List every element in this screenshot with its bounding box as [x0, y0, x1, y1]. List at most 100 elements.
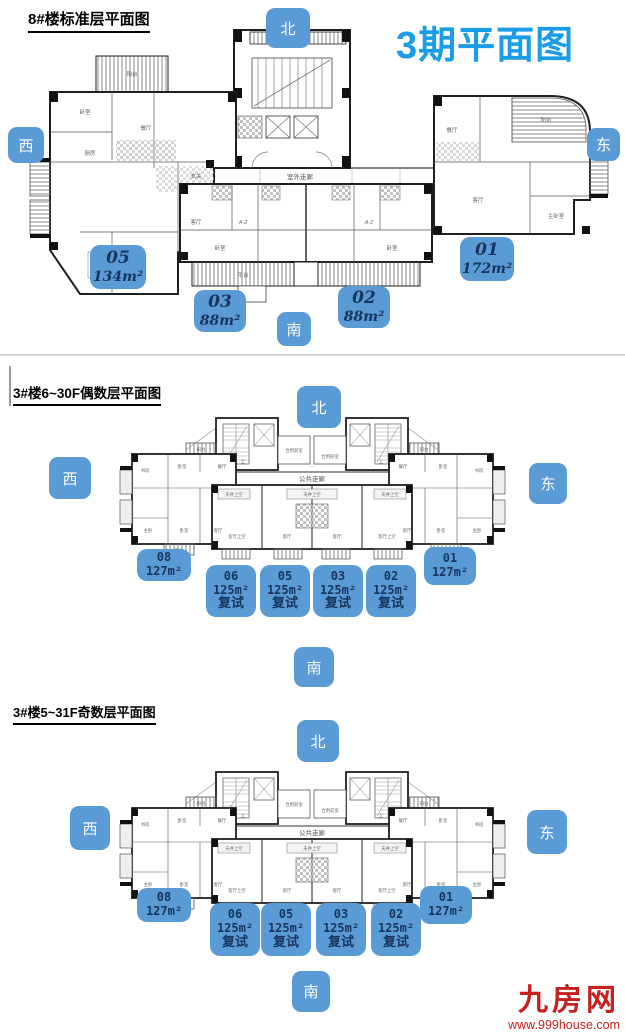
room-label: 合用前室 — [321, 453, 339, 460]
unit-code: 02 — [388, 907, 404, 922]
unit-note: 复试 — [217, 596, 244, 612]
room-label: 主卧 — [473, 881, 482, 888]
room-label: 阳台 — [420, 446, 429, 453]
room-label: 卧室 — [439, 817, 448, 824]
room-label: 卧室 — [180, 881, 189, 888]
shared-lobby-left — [277, 435, 311, 465]
room-label: 天井上空 — [225, 845, 243, 852]
unit-label-s2-03: 03 125m² 复试 — [313, 565, 363, 617]
room-label: 阳台 — [126, 70, 138, 78]
section2-title: 3#楼6~30F偶数层平面图 — [13, 382, 162, 406]
shared-lobby-right — [313, 789, 347, 819]
unit-code: 06 — [223, 568, 239, 583]
unit-code: 05 — [277, 568, 293, 583]
compass-north-badge-s3: 北 — [297, 720, 339, 762]
unit-area: 127m² — [145, 904, 183, 918]
unit-note: 复试 — [382, 934, 409, 950]
compass-west-badge-s3: 西 — [70, 806, 110, 850]
compass-north-label: 北 — [311, 399, 327, 417]
unit-label-s2-01: 01 127m² — [424, 547, 476, 585]
compass-north-badge-s2: 北 — [297, 386, 341, 428]
compass-north-label: 北 — [310, 733, 326, 751]
room-label: 客厅 — [403, 881, 412, 888]
unit-area: 125m² — [377, 921, 415, 936]
room-label: 客厅 — [190, 218, 202, 226]
unit-label-s3-06: 06 125m² 复试 — [210, 903, 260, 956]
room-label: 客厅 — [333, 533, 342, 540]
section3-title: 3#楼5~31F奇数层平面图 — [13, 702, 156, 725]
unit-area: 127m² — [431, 565, 469, 579]
compass-north-badge-s1: 北 — [266, 8, 310, 48]
room-label: 阳台 — [197, 800, 206, 807]
room-label: 餐厅 — [399, 817, 408, 824]
unit-area: 125m² — [216, 921, 254, 936]
unit-code: 01 — [475, 240, 499, 261]
compass-south-badge-s3: 南 — [292, 971, 330, 1012]
room-label: 客厅 — [403, 527, 412, 534]
room-label: 公共走廊 — [299, 474, 326, 483]
room-label: 卧室 — [439, 463, 448, 470]
unit-code: 05 — [106, 248, 130, 269]
unit-code: 03 — [208, 292, 232, 313]
logo-text: 九房网 — [518, 984, 620, 1017]
unit-area: 172m² — [461, 260, 513, 277]
room-label: 主卧 — [144, 527, 153, 534]
compass-south-badge-s2: 南 — [294, 647, 334, 687]
room-label: 上 — [241, 458, 246, 464]
room-label: 书房 — [475, 467, 484, 474]
room-label: 天井上空 — [225, 491, 243, 498]
floorplan-building3-odd: 公共走廊 合用前室 合用前室 上 上 阳台 阳台 书房 卧室 餐厅 主卧 卧室 … — [119, 771, 506, 914]
unit-label-s3-03: 03 125m² 复试 — [316, 903, 366, 956]
unit-note: 复试 — [327, 934, 354, 950]
outdoor-corridor — [213, 167, 439, 185]
room-label: 玄关 — [190, 172, 202, 180]
room-label: 合用前室 — [321, 807, 339, 814]
room-label: 室外走廊 — [287, 172, 314, 181]
unit-note: 复试 — [377, 596, 404, 612]
room-label: 卧室 — [437, 881, 446, 888]
room-label: 公共走廊 — [299, 828, 326, 837]
section1-title: 8#楼标准层平面图 — [28, 8, 150, 33]
room-label: 天井上空 — [303, 491, 321, 498]
room-label: 书房 — [141, 467, 150, 474]
room-label: 阳台 — [237, 271, 249, 279]
room-label: 天井上空 — [303, 845, 321, 852]
room-label: 主卧室 — [548, 212, 565, 220]
unit-area: 127m² — [145, 564, 183, 578]
compass-west-badge-s2: 西 — [49, 457, 91, 499]
compass-east-label: 东 — [595, 137, 611, 154]
room-label: 卧室 — [178, 463, 187, 470]
unit-code: 05 — [278, 907, 294, 922]
unit-note: 复试 — [271, 596, 298, 612]
unit-code: 06 — [227, 907, 243, 922]
compass-east-badge-s1: 东 — [587, 128, 620, 161]
room-label: 餐厅 — [218, 463, 227, 470]
unit-label-s2-02: 02 125m² 复试 — [366, 565, 416, 617]
unit-area: 134m² — [92, 268, 144, 285]
room-label: 卧室 — [79, 108, 91, 116]
south-block — [179, 183, 433, 303]
shared-lobby-left — [277, 789, 311, 819]
room-label: 合用前室 — [285, 801, 303, 808]
compass-south-label: 南 — [286, 321, 302, 339]
room-label: 上 — [241, 812, 246, 818]
plan2-room-labels: 公共走廊 合用前室 合用前室 上 上 阳台 阳台 书房 卧室 餐厅 主卧 卧室 … — [141, 446, 484, 554]
room-label: 卧室 — [214, 244, 226, 252]
unit-code: 02 — [352, 288, 376, 309]
room-label: 客厅上空 — [378, 533, 396, 540]
unit-area: 125m² — [319, 582, 357, 597]
room-label: 阳台 — [420, 800, 429, 807]
room-label: 客厅 — [472, 196, 484, 204]
compass-west-label: 西 — [62, 470, 78, 488]
unit-note: 复试 — [272, 934, 299, 950]
compass-east-badge-s3: 东 — [527, 810, 567, 854]
compass-south-label: 南 — [306, 659, 322, 677]
unit-label-s2-06: 06 125m² 复试 — [206, 565, 256, 617]
unit-code: 01 — [442, 551, 458, 566]
room-label: 客厅 — [283, 887, 292, 894]
unit-area: 125m² — [212, 582, 250, 597]
room-label: 阳台 — [540, 116, 552, 124]
room-label: 阳台 — [197, 446, 206, 453]
room-label: 客厅 — [333, 887, 342, 894]
